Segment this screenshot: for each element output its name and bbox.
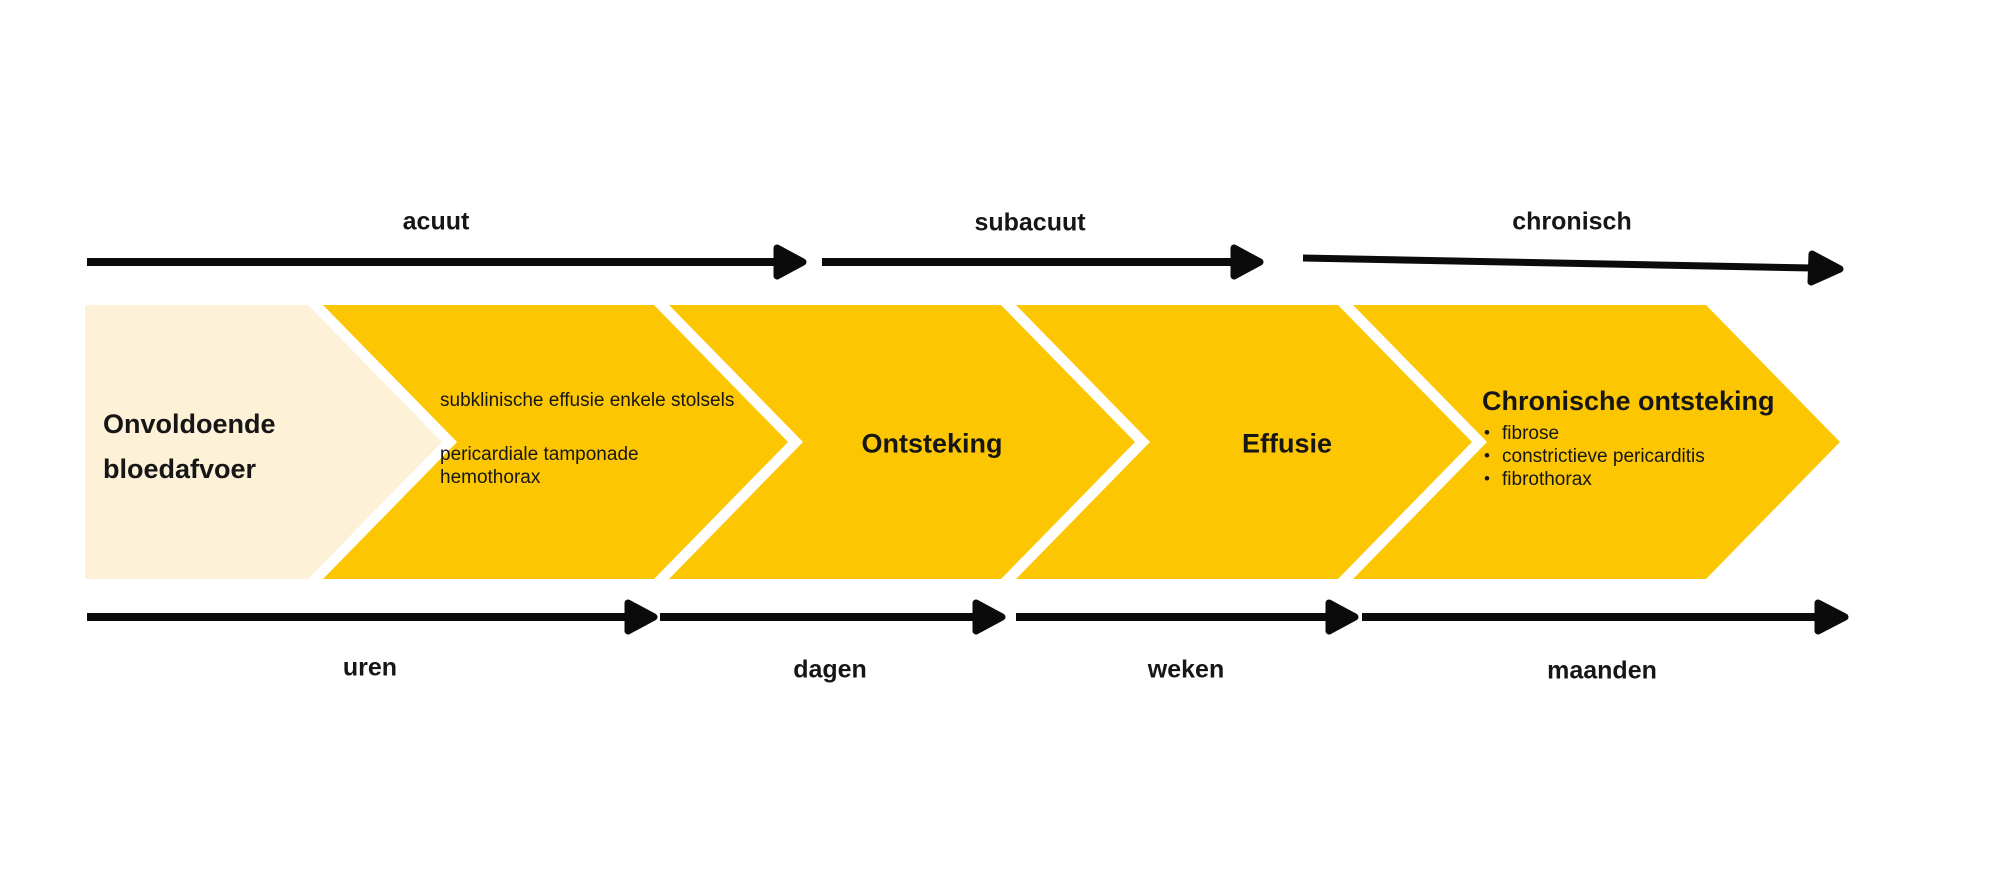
bullet-icon: • (1484, 469, 1490, 488)
time-label-maanden: maanden (1547, 656, 1657, 685)
time-arrow-uren (87, 599, 658, 635)
stage5-bullet-2: constrictieve pericarditis (1502, 446, 1705, 467)
stage2-line3: hemothorax (440, 467, 541, 488)
time-label-weken: weken (1147, 655, 1225, 684)
stage1-title: Onvoldoende bloedafvoer (103, 402, 276, 492)
stage2-notes: subklinische effusie enkele stolsels per… (440, 389, 734, 489)
time-arrow-maanden (1362, 599, 1849, 635)
time-arrow-weken (1016, 599, 1359, 635)
stage3-title: Ontsteking (861, 428, 1003, 459)
phase-label-chronisch: chronisch (1512, 207, 1632, 236)
stage1-title-line1: Onvoldoende (103, 409, 276, 439)
stage5-bullet-1: fibrose (1502, 423, 1560, 444)
stage4-title: Effusie (1241, 428, 1333, 459)
time-label-dagen: dagen (793, 655, 867, 684)
stage2-line1: subklinische effusie enkele stolsels (440, 390, 735, 411)
stage1-title-line2: bloedafvoer (103, 454, 257, 484)
list-item: • fibrose (1482, 422, 1775, 445)
stage5-title: Chronische ontsteking (1482, 386, 1775, 416)
list-item: • fibrothorax (1482, 468, 1775, 491)
time-label-uren: uren (342, 653, 398, 682)
time-arrow-dagen (660, 599, 1006, 635)
stage5-bullet-list: • fibrose • constrictieve pericarditis •… (1482, 422, 1775, 491)
bullet-icon: • (1484, 446, 1490, 465)
stage5-bullet-3: fibrothorax (1502, 469, 1592, 490)
phase-label-acuut: acuut (402, 207, 470, 236)
phase-arrow-chronisch (1302, 250, 1844, 286)
phase-label-subacuut: subacuut (974, 208, 1086, 237)
stage2-line2: pericardiale tamponade (440, 444, 639, 465)
stage5-block: Chronische ontsteking • fibrose • constr… (1482, 384, 1775, 491)
phase-arrow-subacuut (822, 244, 1264, 280)
list-item: • constrictieve pericarditis (1482, 445, 1775, 468)
bullet-icon: • (1484, 423, 1490, 442)
phase-arrow-acuut (87, 244, 807, 280)
